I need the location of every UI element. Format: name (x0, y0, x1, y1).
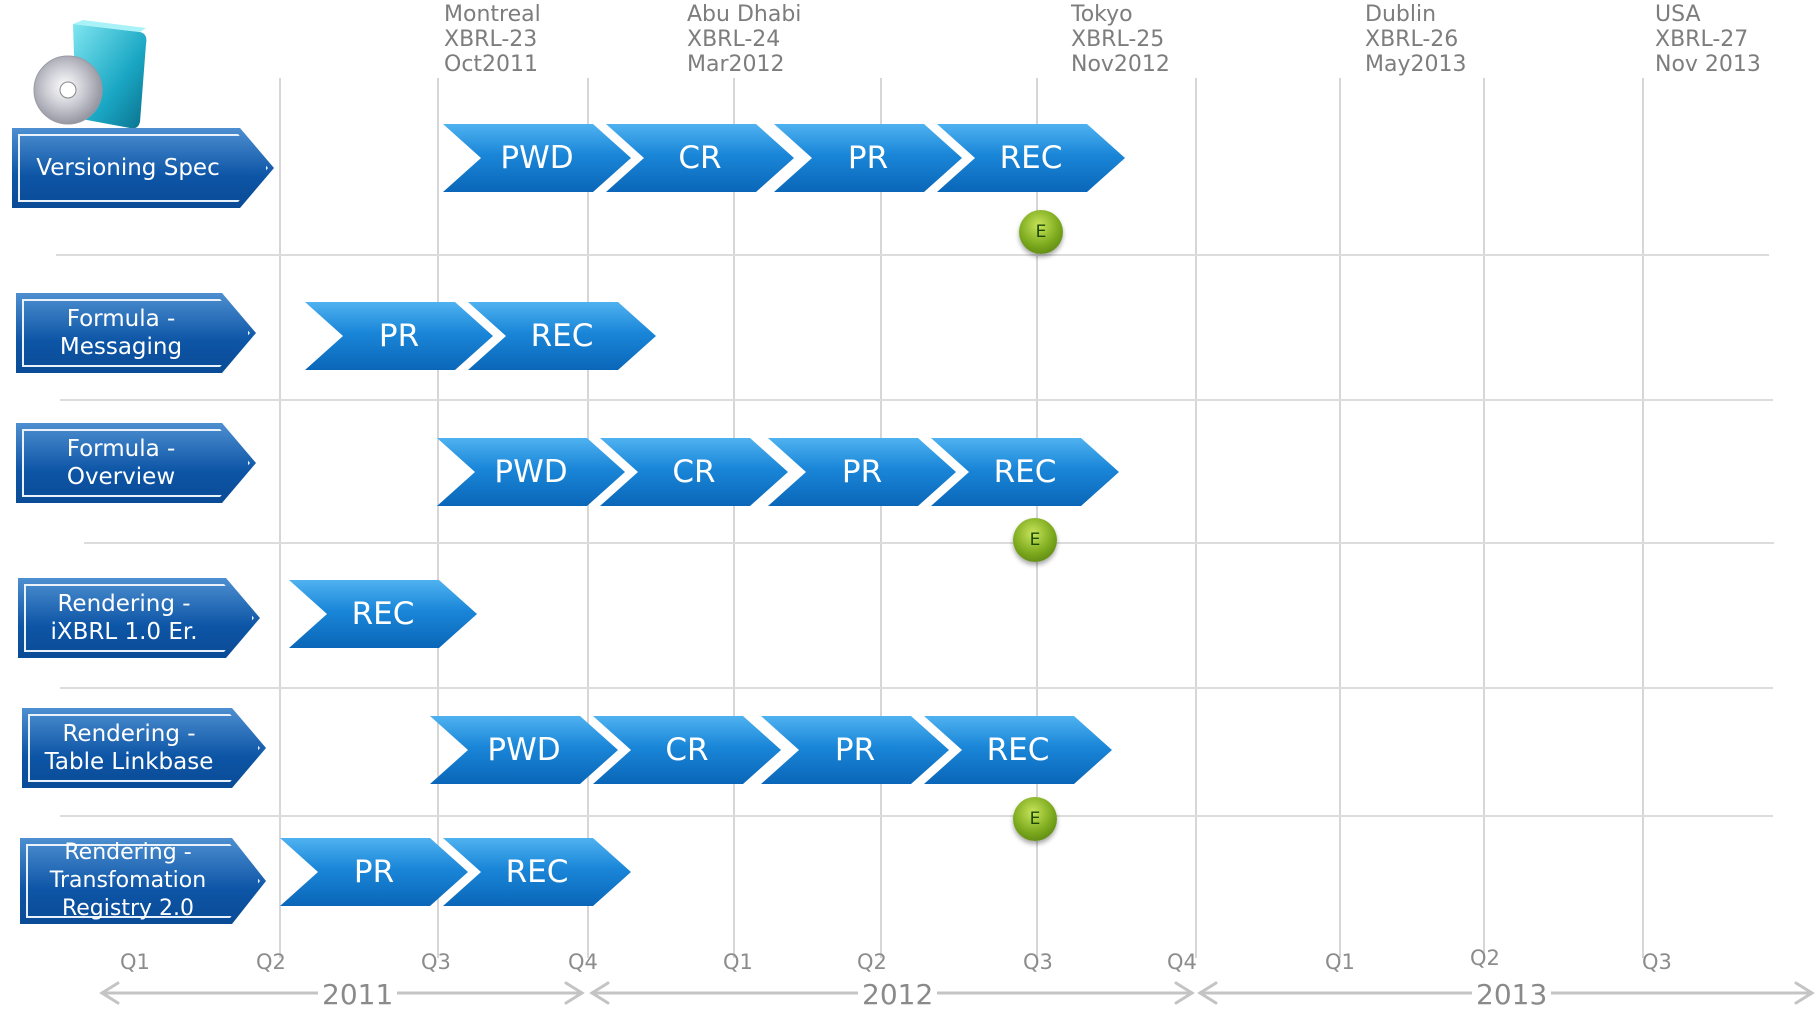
conference-event: XBRL-24 (687, 27, 781, 52)
grid-line-q3-2011 (437, 78, 439, 958)
stage-label: CR (665, 732, 709, 768)
conference-montreal: Montreal XBRL-23 Oct2011 (444, 2, 541, 77)
stage-label: PWD (487, 732, 561, 768)
stage-chevron: PWD (437, 438, 625, 506)
conference-event: XBRL-26 (1365, 27, 1459, 52)
row-label-versioning-spec: Versioning Spec (12, 128, 274, 208)
row-label-rendering-transformation-registry: Rendering - Transfomation Registry 2.0 (20, 838, 266, 924)
grid-line-q1-2013 (1339, 78, 1341, 958)
stage-label: REC (505, 854, 569, 890)
e-badge-icon: E (1013, 518, 1057, 562)
stage-label: PWD (494, 454, 568, 490)
stage-chevron: CR (593, 716, 781, 784)
row-label-rendering-ixbrl: Rendering - iXBRL 1.0 Er. (18, 578, 260, 658)
conference-date: Nov 2013 (1655, 52, 1761, 77)
row-label-text: Versioning Spec (36, 155, 220, 181)
row-label-text: Rendering - Table Linkbase (44, 721, 214, 775)
stage-chevron: PR (305, 302, 493, 370)
row-label-formula-messaging: Formula - Messaging (16, 293, 256, 373)
quarter-label: Q1 (120, 950, 150, 974)
stage-chevron: REC (931, 438, 1119, 506)
quarter-label: Q1 (1325, 950, 1355, 974)
stage-chevron: PWD (430, 716, 618, 784)
grid-line-q2-2011 (279, 78, 281, 958)
conference-tokyo: Tokyo XBRL-25 Nov2012 (1071, 2, 1170, 77)
row-label-text: Formula - Overview (66, 436, 176, 490)
stage-chevron: PWD (443, 124, 631, 192)
grid-line-q1-2012 (733, 78, 735, 958)
quarter-label: Q2 (256, 950, 286, 974)
stage-chevron: REC (924, 716, 1112, 784)
year-label: 2011 (318, 978, 398, 1011)
e-badge-icon: E (1019, 210, 1063, 254)
stage-label: REC (999, 140, 1063, 176)
stage-label: PR (841, 454, 883, 490)
stage-chevron: REC (443, 838, 631, 906)
quarter-label: Q3 (421, 950, 451, 974)
quarter-label: Q4 (568, 950, 598, 974)
stage-label: CR (678, 140, 722, 176)
conference-city: USA (1655, 2, 1701, 27)
quarter-label: Q3 (1023, 950, 1053, 974)
year-label: 2012 (858, 978, 938, 1011)
conference-abu-dhabi: Abu Dhabi XBRL-24 Mar2012 (687, 2, 801, 77)
stage-label: PR (378, 318, 420, 354)
conference-event: XBRL-25 (1071, 27, 1165, 52)
conference-usa: USA XBRL-27 Nov 2013 (1655, 2, 1761, 77)
stage-chevron: CR (606, 124, 794, 192)
stage-label: PWD (500, 140, 574, 176)
conference-date: Nov2012 (1071, 52, 1170, 77)
conference-event: XBRL-23 (444, 27, 538, 52)
stage-label: REC (986, 732, 1050, 768)
stage-chevron: REC (937, 124, 1125, 192)
row-separator (60, 687, 1773, 689)
grid-line-q2-2012 (880, 78, 882, 958)
conference-dublin: Dublin XBRL-26 May2013 (1365, 2, 1466, 77)
stage-chevron: PR (761, 716, 949, 784)
stage-label: REC (351, 596, 415, 632)
quarter-label: Q2 (857, 950, 887, 974)
stage-chevron: PR (774, 124, 962, 192)
grid-line-q2-2013 (1483, 78, 1485, 958)
row-separator (60, 815, 1773, 817)
conference-date: Oct2011 (444, 52, 539, 77)
quarter-label: Q1 (723, 950, 753, 974)
row-separator (84, 542, 1774, 544)
stage-label: PR (834, 732, 876, 768)
conference-event: XBRL-27 (1655, 27, 1749, 52)
conference-city: Dublin (1365, 2, 1437, 27)
stage-chevron: REC (468, 302, 656, 370)
e-badge-icon: E (1013, 797, 1057, 841)
stage-label: REC (530, 318, 594, 354)
grid-line-q4-2012 (1195, 78, 1197, 958)
row-label-text: Formula - Messaging (59, 306, 183, 360)
stage-label: PR (353, 854, 395, 890)
quarter-label: Q4 (1167, 950, 1197, 974)
grid-line-q4-2011 (587, 78, 589, 958)
stage-label: REC (993, 454, 1057, 490)
quarter-label: Q3 (1642, 950, 1672, 974)
stage-label: PR (847, 140, 889, 176)
row-label-text: Rendering - Transfomation Registry 2.0 (49, 840, 207, 921)
grid-line-q3-2013 (1642, 78, 1644, 958)
stage-chevron: PR (280, 838, 468, 906)
stage-chevron: REC (289, 580, 477, 648)
conference-city: Tokyo (1071, 2, 1133, 27)
row-label-rendering-table-linkbase: Rendering - Table Linkbase (22, 708, 266, 788)
row-separator (56, 254, 1769, 256)
row-label-text: Rendering - iXBRL 1.0 Er. (50, 591, 198, 645)
stage-label: CR (672, 454, 716, 490)
year-label: 2013 (1472, 978, 1552, 1011)
row-label-formula-overview: Formula - Overview (16, 423, 256, 503)
software-box-cd-icon (33, 20, 147, 129)
stage-chevron: PR (768, 438, 956, 506)
conference-city: Montreal (444, 2, 541, 27)
row-separator (60, 399, 1773, 401)
stage-chevron: CR (600, 438, 788, 506)
conference-city: Abu Dhabi (687, 2, 802, 27)
conference-date: May2013 (1365, 52, 1467, 77)
quarter-label: Q2 (1470, 946, 1500, 970)
conference-date: Mar2012 (687, 52, 785, 77)
